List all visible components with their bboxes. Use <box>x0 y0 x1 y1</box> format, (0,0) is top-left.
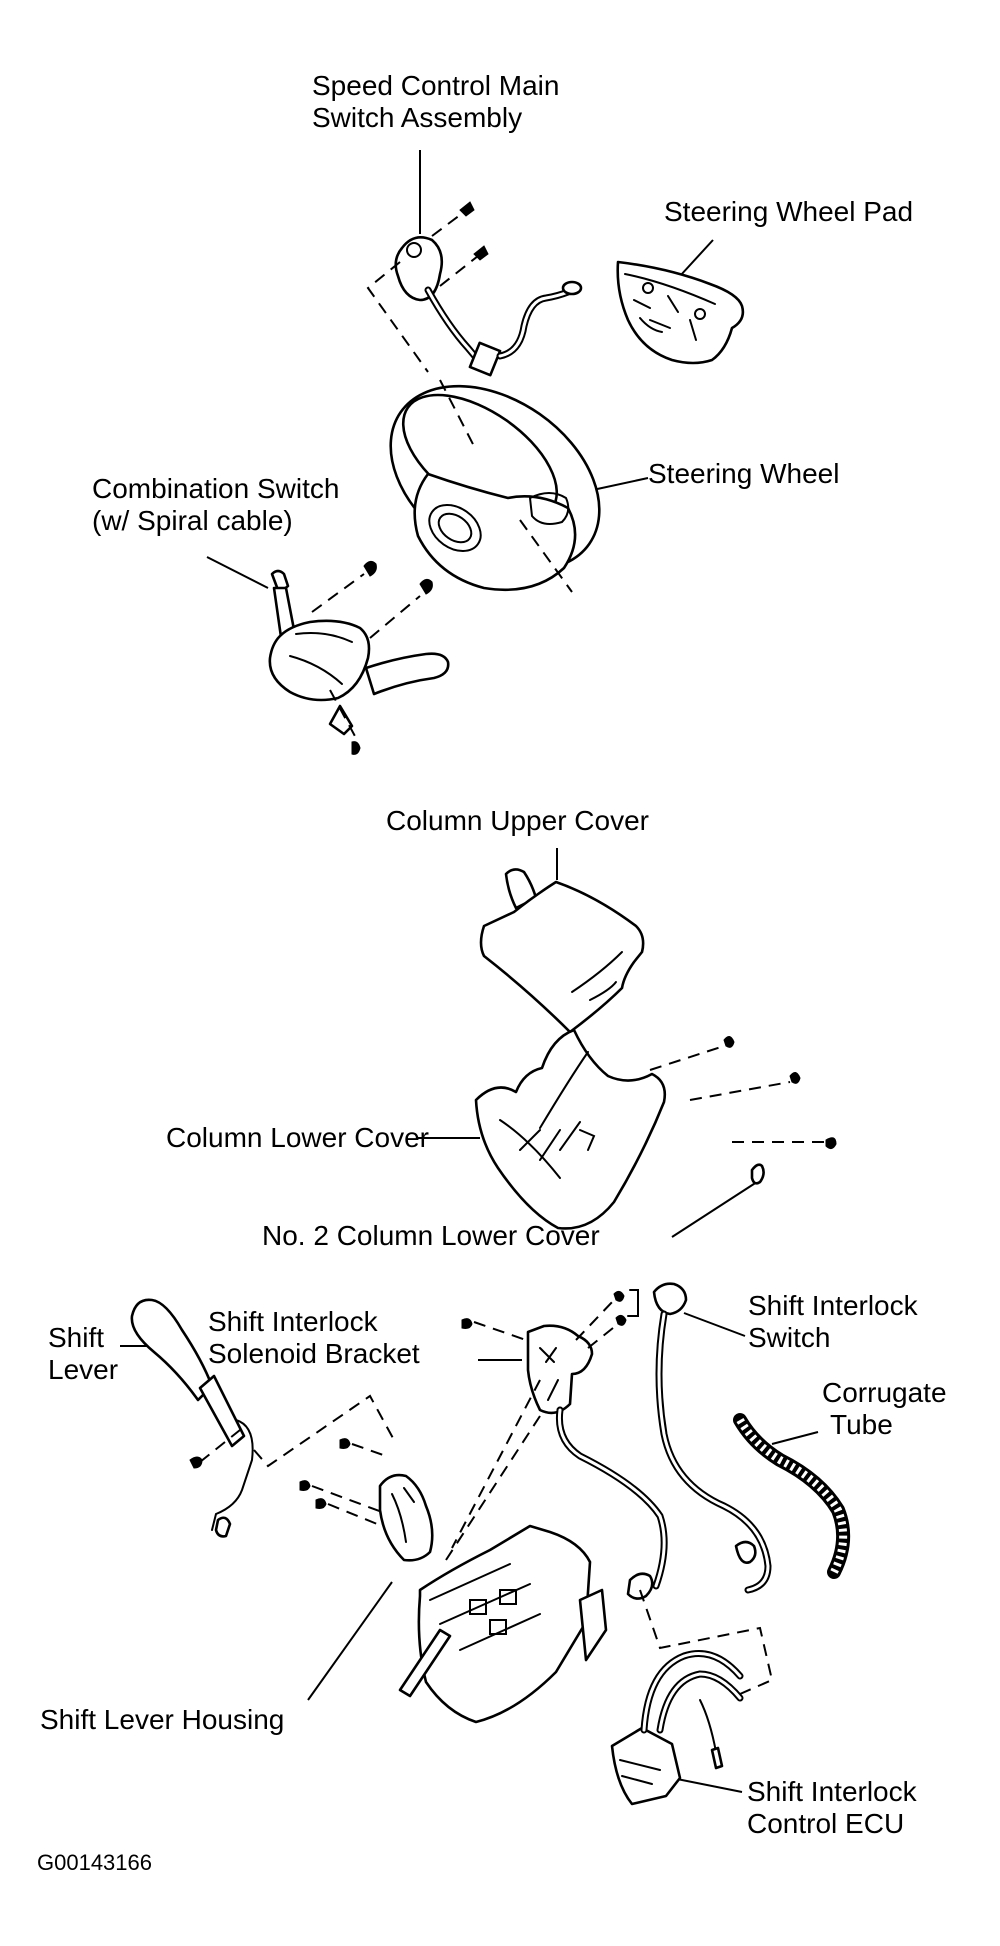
shift-interlock-switch-part <box>652 1282 772 1594</box>
shift-lever-part <box>120 1298 395 1538</box>
no2-column-lower-cover-part <box>671 1163 765 1238</box>
label-column-upper-cover: Column Upper Cover <box>386 805 649 837</box>
label-line: Shift Lever Housing <box>40 1704 285 1735</box>
label-line: Speed Control Main <box>312 70 560 101</box>
shift-lever-housing-part <box>299 1379 608 1724</box>
label-line: Tube <box>830 1409 893 1440</box>
steering-wheel-part <box>389 379 649 593</box>
label-line: Combination Switch <box>92 473 340 504</box>
label-line: Shift <box>48 1322 105 1353</box>
label-line: No. 2 Column Lower Cover <box>262 1220 600 1251</box>
figure-id: G00143166 <box>37 1850 152 1875</box>
label-shift-interlock-ecu: Shift Interlock Control ECU <box>747 1776 917 1840</box>
label-line: Switch Assembly <box>312 102 523 133</box>
label-line: Shift Interlock <box>747 1776 917 1807</box>
label-line: (w/ Spiral cable) <box>92 505 293 536</box>
label-line: Steering Wheel Pad <box>664 196 914 227</box>
label-line: Shift Interlock <box>748 1290 918 1321</box>
combination-switch-part <box>206 556 450 755</box>
solenoid-bracket-part <box>445 1289 668 1600</box>
column-lower-cover-part <box>418 1028 837 1230</box>
label-line: Control ECU <box>747 1808 905 1839</box>
steering-wheel-pad-part <box>616 239 745 365</box>
label-column-lower-cover: Column Lower Cover <box>166 1122 429 1154</box>
label-line: Steering Wheel <box>648 458 840 489</box>
label-solenoid-bracket: Shift Interlock Solenoid Bracket <box>208 1306 420 1370</box>
label-line: Switch <box>748 1322 831 1353</box>
speed-control-switch-part <box>366 150 583 377</box>
label-no2-column-lower-cover: No. 2 Column Lower Cover <box>262 1220 600 1252</box>
column-upper-cover-part <box>479 848 645 1034</box>
corrugate-tube-part <box>733 1413 851 1579</box>
label-steering-wheel: Steering Wheel <box>648 458 839 490</box>
label-shift-interlock-switch: Shift Interlock Switch <box>748 1290 918 1354</box>
shift-interlock-ecu-part <box>610 1589 774 1806</box>
label-steering-wheel-pad: Steering Wheel Pad <box>664 196 913 228</box>
label-line: Column Upper Cover <box>386 805 649 836</box>
label-corrugate-tube: Corrugate Tube <box>822 1377 947 1441</box>
label-line: Lever <box>48 1354 119 1385</box>
label-line: Corrugate <box>822 1377 947 1408</box>
label-line: Solenoid Bracket <box>208 1338 420 1369</box>
label-speed-control-switch: Speed Control Main Switch Assembly <box>312 70 559 134</box>
label-line: Shift Interlock <box>208 1306 378 1337</box>
label-line: Column Lower Cover <box>166 1122 429 1153</box>
label-shift-lever: Shift Lever <box>48 1322 118 1386</box>
label-combination-switch: Combination Switch (w/ Spiral cable) <box>92 473 339 537</box>
label-shift-lever-housing: Shift Lever Housing <box>40 1704 284 1736</box>
